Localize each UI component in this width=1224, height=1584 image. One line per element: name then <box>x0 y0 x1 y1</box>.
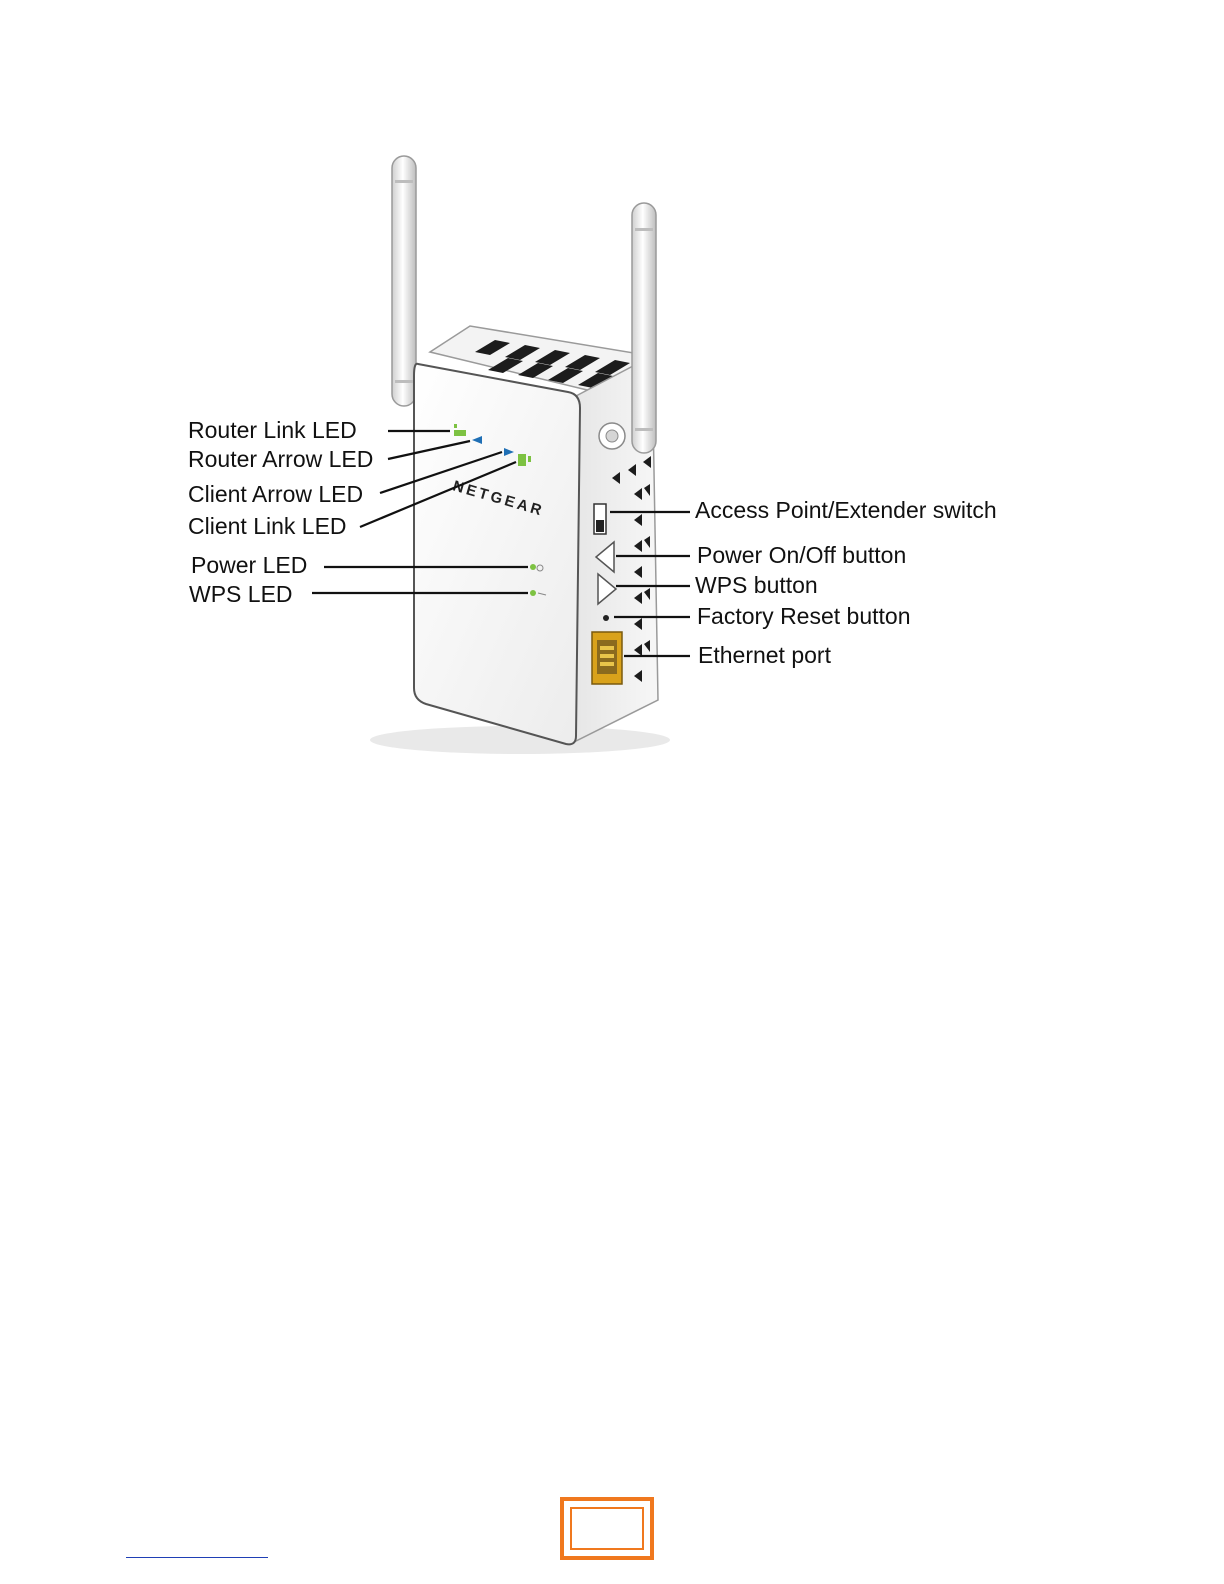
label-wps-led: WPS LED <box>189 581 293 607</box>
label-router-link-led: Router Link LED <box>188 417 357 443</box>
wps-led <box>530 590 536 596</box>
page-number-box-inner <box>570 1507 644 1550</box>
label-ap-extender-switch: Access Point/Extender switch <box>695 497 997 523</box>
label-client-arrow-led: Client Arrow LED <box>188 481 363 507</box>
label-power-led: Power LED <box>191 552 307 578</box>
footer-link-rule <box>126 1557 268 1558</box>
label-wps-button: WPS button <box>695 572 818 598</box>
label-power-button: Power On/Off button <box>697 542 906 568</box>
left-antenna <box>392 156 416 406</box>
ethernet-port <box>592 632 622 684</box>
ap-extender-switch <box>594 504 606 534</box>
label-client-link-led: Client Link LED <box>188 513 347 539</box>
page-number-box <box>560 1497 654 1560</box>
right-antenna <box>632 203 656 453</box>
reset-pinhole <box>603 615 609 621</box>
label-router-arrow-led: Router Arrow LED <box>188 446 373 472</box>
extender-device: NETGEAR <box>414 326 658 744</box>
front-panel <box>414 364 580 745</box>
label-factory-reset-button: Factory Reset button <box>697 603 911 629</box>
label-ethernet-port: Ethernet port <box>698 642 832 668</box>
power-led <box>530 564 536 570</box>
